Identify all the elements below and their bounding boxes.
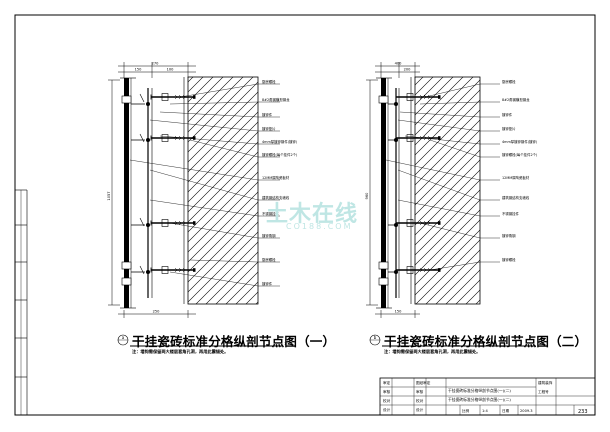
tb-row-label: 校对 [383,398,391,403]
detail-1-dim-left: 1057 [107,191,111,200]
detail-2-label: 镀锌螺栓(每个挂件2个) [502,152,538,157]
detail-2-label: 厨房螺栓 [502,79,516,84]
detail-2-note: 注：墙钩需保留两大楼层套角孔洞，再用此震锚处。 [384,349,481,354]
tb-sign-label: 设计 [416,407,424,412]
detail-1-note: 注：墙钩需保留两大楼层套角孔洞，再用此震锚处。 [132,349,229,354]
detail-1-dim-top-2: 100 [167,68,175,72]
detail-1-section: 270 150 100 1057 250 厨房螺栓 8#2角钢横担钢龙 [107,62,298,347]
detail-2-dim-top-0: 400 [395,62,403,66]
tb-row-label: 设计 [383,407,391,412]
detail-2-label: 镀锌件 [502,112,513,117]
detail-2-label: 镀锌垫片 [502,126,516,131]
detail-2-label: 镀锌角钢 [502,233,516,238]
detail-1-labels: 厨房螺栓 8#2角钢横担钢龙 镀锌件 镀锌垫片 4mm厚镀锌钢件(镀锌) 镀锌螺… [262,79,298,286]
tb-sign-label: 图纸审定 [416,380,431,385]
watermark-text: 土木在线 [266,202,359,227]
detail-2-dim-left: 960 [365,192,369,200]
detail-1-leader-lines [129,83,280,287]
detail-1-label: 12MM厚陶瓷板材 [262,175,290,180]
detail-1-top-dimension: 270 150 100 [118,62,196,78]
detail-1-concrete-wall [187,76,259,305]
detail-1-left-dimension: 1057 [107,79,120,306]
tb-sheet-no: 233 [578,409,588,415]
tb-date-label: 日期 [502,408,510,413]
detail-1-label: 镀锌件 [262,281,273,286]
detail-1-dim-top-0: 270 [152,62,160,66]
detail-2-marker: b [374,335,377,340]
detail-1-label: 4mm厚镀锌钢件(镀锌) [262,139,298,144]
tb-row-label: 审定 [383,380,391,385]
detail-2-top-dimension: 400 200 [375,62,420,78]
detail-1-label: 镀锌件 [262,112,273,117]
tb-project-sub: 工程号 [538,389,549,394]
detail-1-tile-panel [124,78,129,308]
tb-row-label: 审核 [383,389,391,394]
detail-2-labels: 厨房螺栓 8#2角钢横担钢龙 镀锌件 镀锌垫片 4mm厚镀锌钢件(镀锌) 镀锌螺… [502,79,538,262]
detail-2-scale: 1:4 [538,342,544,346]
detail-2-tile-panel [381,78,386,308]
detail-2-joint-marks [378,95,389,286]
detail-2-label: 建筑钢结构支墙线 [502,195,530,200]
tb-scale-value: 1:4 [482,409,488,413]
detail-2-dim-bottom: 150 [395,310,403,314]
detail-2-label: 8#2角钢横担钢龙 [502,97,530,102]
tb-date-value: 2009.3 [520,409,533,413]
detail-2-leader-lines [385,83,500,271]
tb-scale-label: 比例 [462,408,470,413]
tb-project-label: 建筑装饰 [538,380,553,385]
detail-1-dim-bottom: 250 [153,310,161,314]
detail-1-label: 镀锌垫片 [262,126,276,131]
detail-2-bottom-dimension: 150 [375,310,420,318]
detail-1-label: 8#2角钢横担钢龙 [262,97,290,102]
detail-2-left-dimension: 960 [365,79,378,306]
detail-1-title: 干挂瓷砖标准分格纵剖节点图（一） [132,334,336,349]
detail-1-marker: a [122,335,125,340]
detail-1-label: 镀锌角钢 [262,233,276,238]
detail-1-scale: 1:4 [284,342,290,346]
detail-1-dim-top-1: 150 [135,68,143,72]
detail-1-label: 不锈钢挂件 [262,211,280,216]
detail-2-title: 干挂瓷砖标准分格纵剖节点图（二） [384,334,588,349]
detail-2-label: 不锈钢挂件 [502,211,520,216]
detail-2-dim-top-1: 200 [404,68,412,72]
detail-1-label: 厨房螺栓 [262,79,276,84]
detail-2-section: 400 200 960 150 厨房螺栓 8#2角钢横担钢龙 镀锌件 [365,62,538,347]
detail-1-joint-marks [121,95,132,286]
sheet-border [14,14,596,416]
detail-2-label: 镀锌螺栓 [502,257,516,262]
tb-drawing-name: 干挂瓷砖标准分格纵剖节点图(一)(二) [448,397,511,402]
left-margin-strip [15,189,28,415]
detail-1-label: 建筑钢结构支墙线 [262,195,290,200]
detail-1-label: 镀锌螺栓(每个挂件2个) [262,152,298,157]
detail-1-bottom-dimension: 250 [118,310,196,318]
watermark-subtext: CO188.COM [286,222,353,231]
detail-2-label: 4mm厚镀锌钢件(镀锌) [502,139,538,144]
tb-drawing-name: 干挂瓷砖标准分格纵剖节点图(一)(二) [448,388,511,393]
title-block [379,377,596,416]
tb-sign-label: 审核 [416,389,424,394]
tb-sign-label: 校对 [416,398,424,403]
detail-1-label: 厨房螺栓 [262,257,276,262]
title-block-text: 审定 审核 校对 设计 图纸审定 审核 校对 设计 干挂瓷砖标准分格纵剖节点图(… [383,380,588,415]
detail-2-label: 12MM厚陶瓷板材 [502,175,530,180]
detail-1-anchor-bolts [131,92,197,275]
detail-2-anchor-bolts [388,92,442,275]
